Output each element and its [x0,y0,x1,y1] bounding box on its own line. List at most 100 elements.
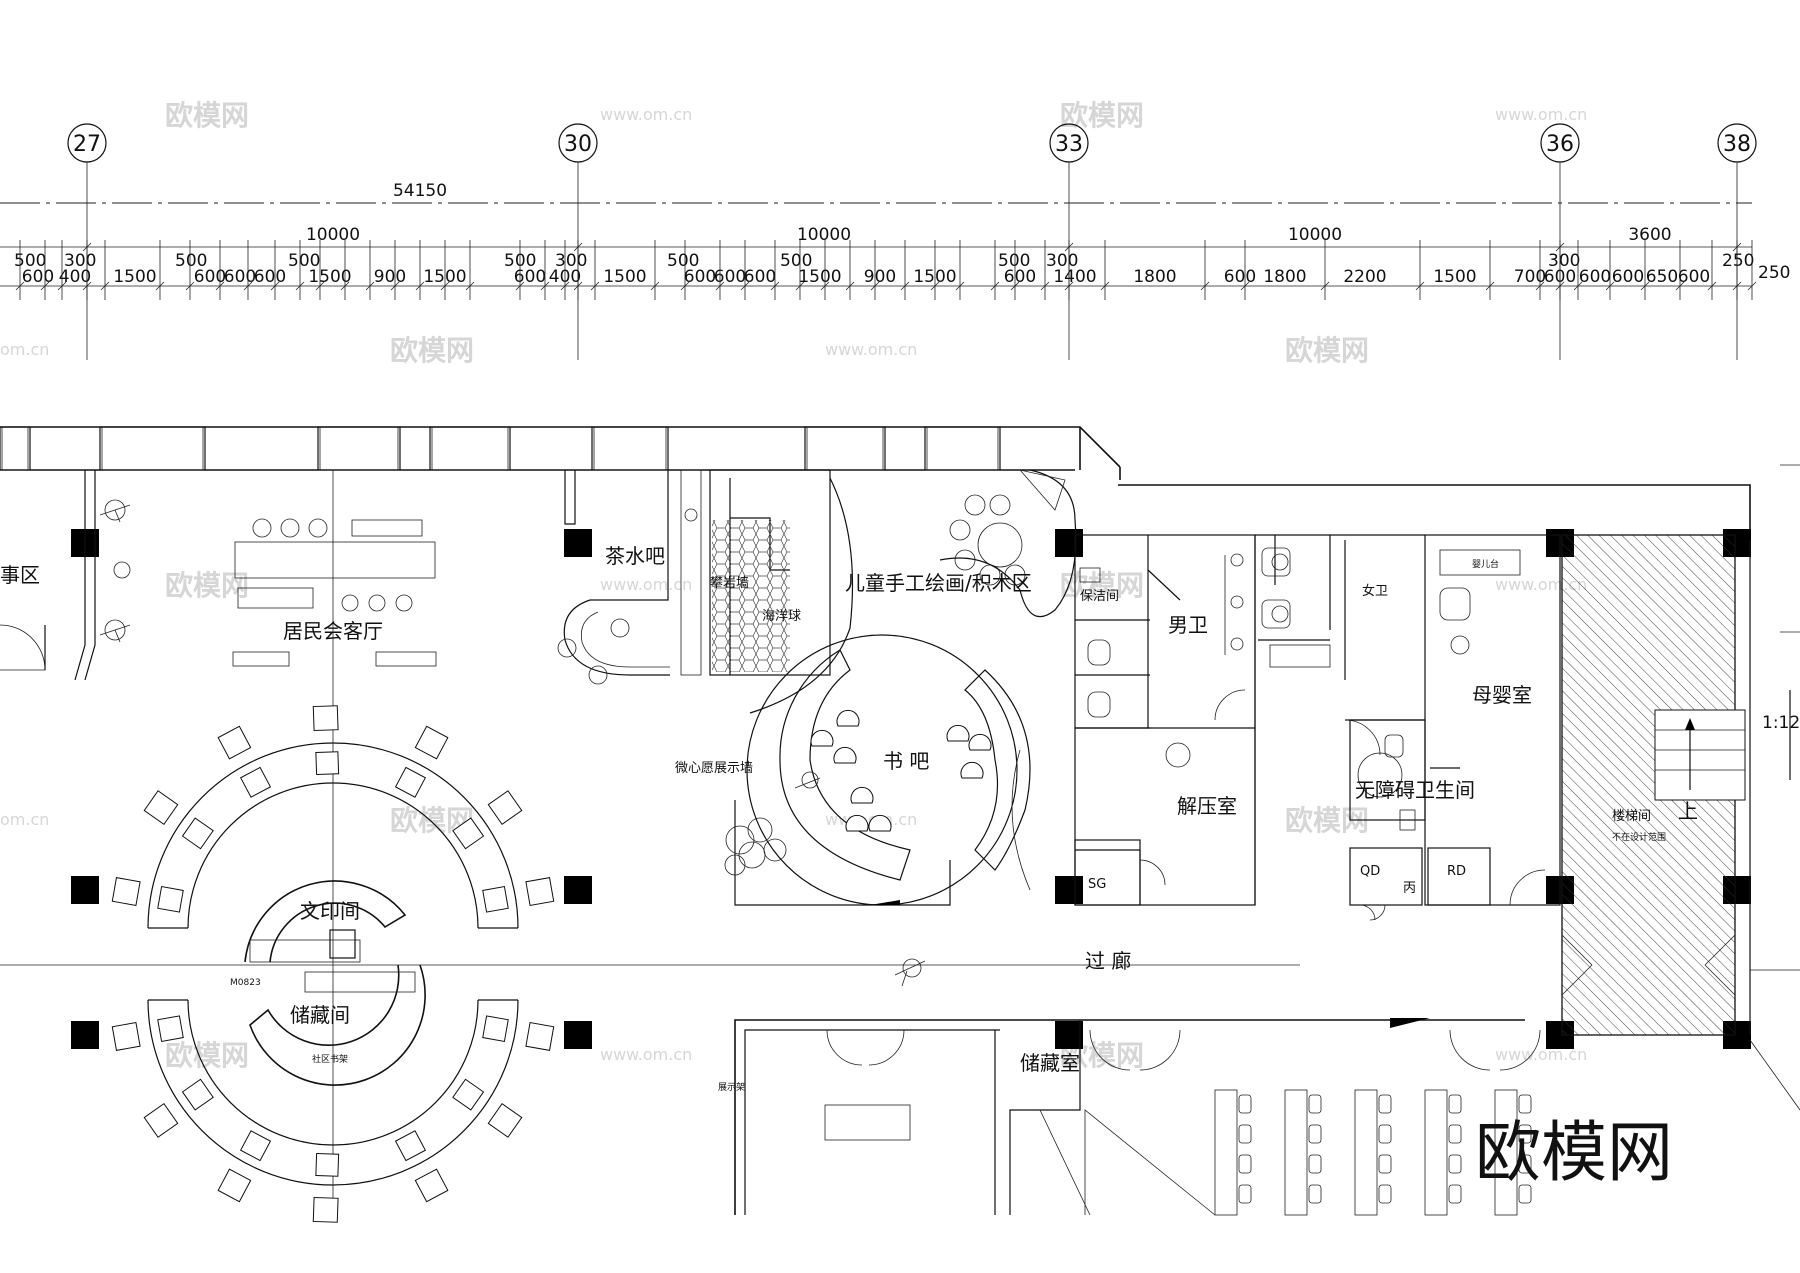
scale-label: 1:12 [1762,713,1800,733]
chair-icon [1238,1154,1252,1174]
dim-label: 600 [1004,267,1036,287]
dim-label: 500 [780,251,812,271]
desk [1354,1089,1378,1216]
watermark-logo: 欧模网 [1285,334,1369,367]
window-bay [429,426,511,470]
chair-icon [1308,1184,1322,1204]
chair-icon [414,725,449,760]
chair-icon [315,751,340,775]
toilet-icon [1261,599,1291,629]
dim-label: 600 [254,267,286,287]
dim-label: 300 [555,251,587,271]
room-label-kids-craft: 儿童手工绘画/积木区 [845,571,1032,595]
chair-icon [1448,1124,1462,1144]
window-frame [806,426,884,471]
grid-axis-30: 30 [558,123,598,360]
watermark-logo: 欧模网 [1060,569,1144,602]
window-frame [101,426,204,471]
chair-icon [1518,1154,1532,1174]
left-area: 事区 [0,470,131,681]
dim-label: 600 [22,267,54,287]
stool-icon [946,724,970,742]
axis-label: 36 [1546,132,1574,157]
chair-icon [157,1015,184,1042]
room-label-left-area: 事区 [0,563,40,587]
dimension-tick [1064,242,1074,252]
bay-dimension: 3600 [1628,225,1671,245]
window-bay [924,426,1001,470]
dim-label: 250 [1722,251,1754,271]
chair-icon [143,790,179,825]
chair-icon [487,790,523,825]
watermark-layer: 欧模网 www.om.cn 欧模网 www.om.cn om.cn 欧模网 ww… [0,99,1587,1072]
changing-table-label: 婴儿台 [1472,558,1499,570]
dim-label: 500 [175,251,207,271]
chair-icon [394,766,427,798]
dimension-tick [1555,242,1565,252]
dim-label: 1500 [113,267,156,287]
dim-label: 600 [714,267,746,287]
watermark-url: www.om.cn [825,340,917,359]
structural-column [1055,1021,1083,1049]
dim-label: 600 [224,267,256,287]
stool-icon [960,761,984,779]
bay-dimension: 10000 [797,225,851,245]
dim-label: 1500 [603,267,646,287]
chair-icon [452,817,485,850]
chair-icon [414,1168,449,1203]
dim-label: 600 [1579,267,1611,287]
room-label-stairwell: 楼梯间 [1612,809,1651,824]
dim-label: 300 [64,251,96,271]
chair-icon [394,1130,427,1162]
chair-icon [482,1015,509,1042]
watermark-logo: 欧模网 [390,334,474,367]
structural-column [71,1021,99,1049]
structural-column [564,529,592,557]
dim-label: 600 [744,267,776,287]
dim-label: 1500 [308,267,351,287]
chair-icon [1378,1094,1392,1114]
stool-icon [833,746,857,764]
room-label-tea-bar: 茶水吧 [605,544,665,568]
window-bay [0,426,31,470]
chair-icon [315,1153,340,1177]
dim-label: 900 [374,267,406,287]
room-label-womens-wc: 女卫 [1362,583,1388,599]
chair-icon [1308,1154,1322,1174]
structural-column [71,876,99,904]
chair-icon [239,766,272,798]
room-label-storage-room: 储藏室 [1020,1051,1080,1075]
dim-label: 300 [1046,251,1078,271]
bay-dimension: 10000 [1288,225,1342,245]
chair-icon [111,877,141,907]
window-frame [319,426,399,471]
room-label-corridor: 过 廊 [1085,949,1131,973]
watermark-url: www.om.cn [600,575,692,594]
dim-label: 250 [1758,263,1790,283]
dim-label: 650 [1646,267,1678,287]
stool-icon [968,733,992,751]
mother-baby-room: 婴儿台 母婴室 [1424,534,1561,906]
chair-icon [1238,1094,1252,1114]
dim-label: 500 [14,251,46,271]
dim-label: 1500 [798,267,841,287]
room-label-wish-wall: 微心愿展示墙 [675,761,753,776]
accessible-wc: 无障碍卫生间 QD RD 丙 [1349,719,1491,921]
room-label-bing: 丙 [1403,881,1416,896]
chair-icon [1238,1184,1252,1204]
stool-icon [845,814,869,832]
urinal-icon [1087,691,1111,718]
window-frame [593,426,667,471]
book-bar-seats [810,709,992,832]
reading-seats [111,705,555,1223]
chair-icon [217,725,252,760]
chair-icon [157,886,184,913]
toilet-icon [1261,547,1291,577]
window-bay [804,426,886,470]
chair-icon [239,1130,272,1162]
chair-icon [482,886,509,913]
dim-label: 600 [684,267,716,287]
watermark-logo: 欧模网 [165,569,249,602]
exterior-walls [0,426,1751,540]
